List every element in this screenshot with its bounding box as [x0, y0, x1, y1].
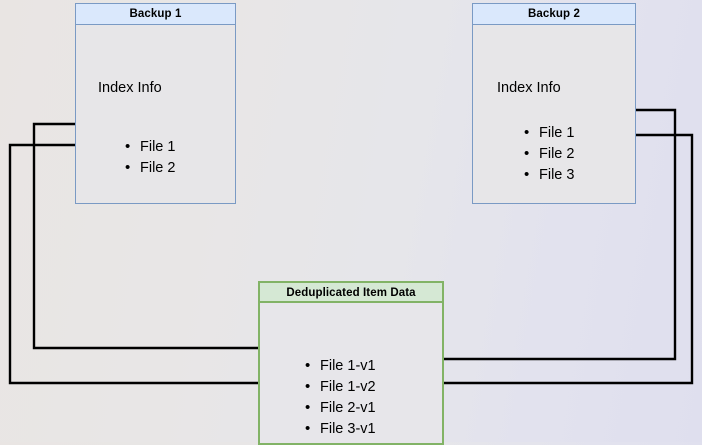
node-backup2-title: Backup 2 — [472, 3, 636, 25]
node-deduplicated-item-data[interactable]: Deduplicated Item Data File 1-v1 File 1-… — [258, 281, 444, 445]
node-backup1-title: Backup 1 — [75, 3, 236, 25]
node-backup1-file-list: File 1 File 2 — [125, 136, 175, 179]
node-backup1[interactable]: Backup 1 Index Info File 1 File 2 — [75, 3, 236, 204]
list-item: File 2 — [524, 143, 574, 165]
list-item: File 1-v2 — [305, 376, 376, 398]
list-item: File 2-v1 — [305, 397, 376, 419]
list-item: File 3 — [524, 164, 574, 186]
node-dedup-body: File 1-v1 File 1-v2 File 2-v1 File 3-v1 — [258, 303, 444, 445]
list-item: File 3-v1 — [305, 418, 376, 440]
node-backup1-section-label: Index Info — [98, 80, 162, 96]
node-dedup-title: Deduplicated Item Data — [258, 281, 444, 303]
node-backup2-body: Index Info File 1 File 2 File 3 — [472, 25, 636, 204]
node-backup2[interactable]: Backup 2 Index Info File 1 File 2 File 3 — [472, 3, 636, 204]
node-backup2-file-list: File 1 File 2 File 3 — [524, 122, 574, 186]
list-item: File 1 — [125, 136, 175, 158]
node-backup1-body: Index Info File 1 File 2 — [75, 25, 236, 204]
list-item: File 1-v1 — [305, 355, 376, 377]
list-item: File 2 — [125, 157, 175, 179]
node-backup2-section-label: Index Info — [497, 80, 561, 96]
node-dedup-file-list: File 1-v1 File 1-v2 File 2-v1 File 3-v1 — [305, 355, 376, 440]
list-item: File 1 — [524, 122, 574, 144]
